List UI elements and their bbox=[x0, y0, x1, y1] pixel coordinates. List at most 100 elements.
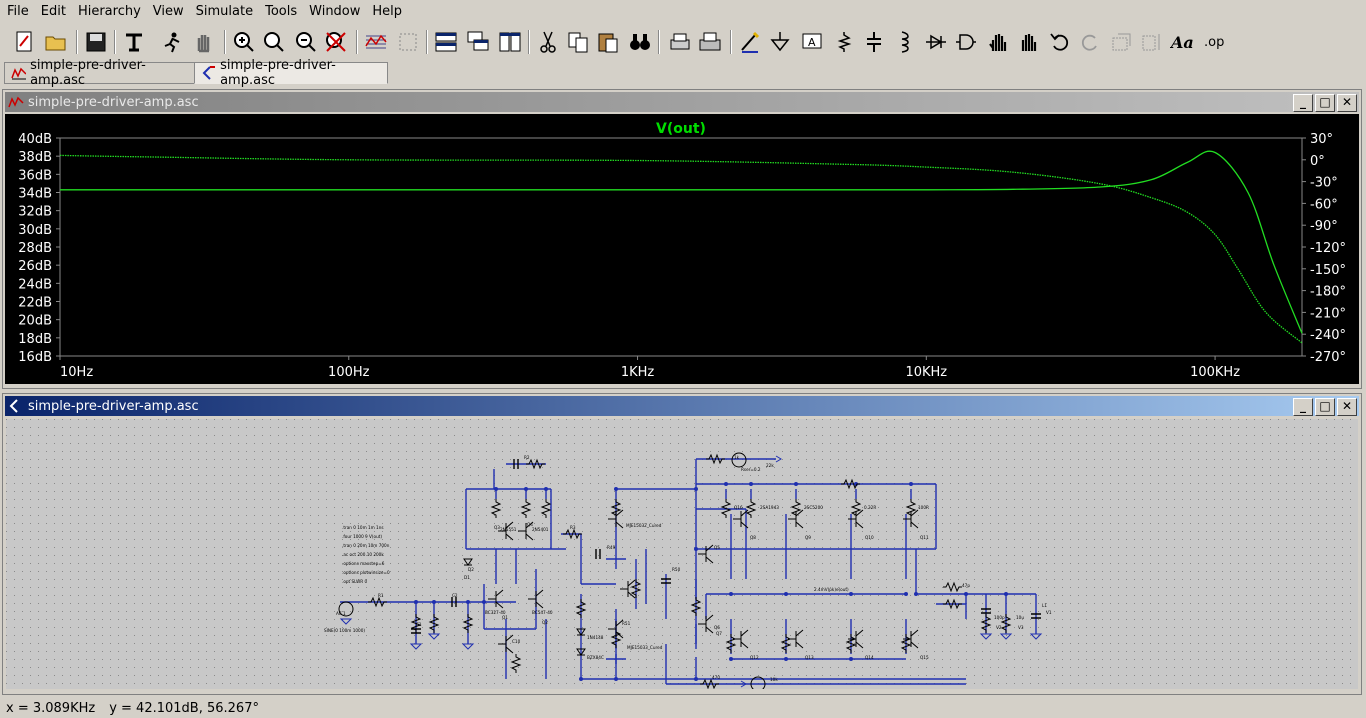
transistor-symbol[interactable] bbox=[698, 614, 714, 634]
resistor-symbol[interactable] bbox=[845, 634, 857, 653]
bode-plot[interactable]: V(out)40dB38dB36dB34dB32dB30dB28dB26dB24… bbox=[5, 114, 1359, 384]
resistor-symbol[interactable] bbox=[563, 528, 582, 540]
menu-file[interactable]: File bbox=[7, 4, 29, 19]
resistor-symbol[interactable] bbox=[630, 579, 642, 598]
transistor-symbol[interactable] bbox=[903, 629, 919, 649]
resistor-symbol[interactable] bbox=[706, 453, 725, 465]
transistor-symbol[interactable] bbox=[498, 634, 514, 654]
resistor-symbol[interactable] bbox=[510, 654, 522, 673]
transistor-symbol[interactable] bbox=[498, 521, 514, 541]
resistor-symbol[interactable] bbox=[850, 499, 862, 518]
schematic-window-titlebar[interactable]: simple-pre-driver-amp.asc _ □ ✕ bbox=[5, 396, 1359, 416]
diode-symbol[interactable] bbox=[576, 628, 586, 636]
maximize-button[interactable]: □ bbox=[1315, 94, 1335, 112]
transistor-symbol[interactable] bbox=[608, 509, 624, 529]
resistor-symbol[interactable] bbox=[720, 499, 732, 518]
capacitor-symbol[interactable] bbox=[595, 549, 601, 559]
save-button[interactable] bbox=[82, 28, 110, 56]
diode-symbol[interactable] bbox=[576, 648, 586, 656]
resistor-symbol[interactable] bbox=[900, 634, 912, 653]
capacitor-symbol[interactable] bbox=[411, 628, 421, 634]
waveform-button[interactable] bbox=[362, 28, 390, 56]
plot-window-titlebar[interactable]: simple-pre-driver-amp.asc _ □ ✕ bbox=[5, 92, 1359, 112]
phase-trace[interactable] bbox=[59, 154, 1303, 344]
transistor-symbol[interactable] bbox=[620, 579, 636, 599]
zoom-in-button[interactable] bbox=[230, 28, 258, 56]
text-button[interactable]: Aa bbox=[1168, 28, 1196, 56]
undo-button[interactable] bbox=[1046, 28, 1074, 56]
voltage-source-symbol[interactable] bbox=[750, 676, 766, 689]
capacitor-symbol[interactable] bbox=[513, 459, 519, 469]
close-button[interactable]: ✕ bbox=[1337, 94, 1357, 112]
transistor-symbol[interactable] bbox=[528, 589, 544, 609]
resistor-symbol[interactable] bbox=[690, 597, 702, 616]
resistor-symbol[interactable] bbox=[462, 614, 474, 633]
component-button[interactable] bbox=[952, 28, 980, 56]
transistor-symbol[interactable] bbox=[518, 521, 534, 541]
mirror-button[interactable] bbox=[1138, 28, 1166, 56]
open-folder-button[interactable] bbox=[42, 28, 70, 56]
print-button[interactable] bbox=[696, 28, 724, 56]
menu-window[interactable]: Window bbox=[309, 4, 361, 19]
inductor-button[interactable] bbox=[890, 28, 918, 56]
menu-simulate[interactable]: Simulate bbox=[195, 4, 254, 19]
resistor-symbol[interactable] bbox=[980, 614, 992, 633]
resistor-symbol[interactable] bbox=[520, 499, 532, 518]
resistor-symbol[interactable] bbox=[943, 581, 962, 593]
run-button[interactable] bbox=[158, 28, 186, 56]
schematic-canvas[interactable]: .tran 0 10m 1m 1ns.four 1000 9 V(out).tr… bbox=[6, 419, 1358, 689]
resistor-symbol[interactable] bbox=[540, 499, 552, 518]
resistor-symbol[interactable] bbox=[780, 634, 792, 653]
resistor-symbol[interactable] bbox=[428, 614, 440, 633]
resistor-symbol[interactable] bbox=[943, 598, 962, 610]
transistor-symbol[interactable] bbox=[788, 509, 804, 529]
transistor-symbol[interactable] bbox=[848, 509, 864, 529]
tile-vertical-button[interactable] bbox=[496, 28, 524, 56]
resistor-symbol[interactable] bbox=[905, 499, 917, 518]
capacitor-symbol[interactable] bbox=[451, 597, 457, 607]
autorange-button[interactable] bbox=[394, 28, 422, 56]
spice-directive-button[interactable]: .op bbox=[1200, 28, 1228, 56]
capacitor-symbol[interactable] bbox=[981, 608, 991, 614]
resistor-symbol[interactable] bbox=[526, 458, 545, 470]
transistor-symbol[interactable] bbox=[848, 629, 864, 649]
paste-button[interactable] bbox=[594, 28, 622, 56]
ground-button[interactable] bbox=[766, 28, 794, 56]
print-preview-button[interactable] bbox=[666, 28, 694, 56]
gain-trace[interactable] bbox=[60, 150, 1303, 334]
transistor-symbol[interactable] bbox=[903, 509, 919, 529]
close-button[interactable]: ✕ bbox=[1337, 398, 1357, 416]
resistor-symbol[interactable] bbox=[490, 499, 502, 518]
transistor-symbol[interactable] bbox=[488, 589, 504, 609]
resistor-symbol[interactable] bbox=[700, 678, 719, 689]
transistor-symbol[interactable] bbox=[733, 509, 749, 529]
menu-tools[interactable]: Tools bbox=[265, 4, 298, 19]
voltage-source-symbol[interactable] bbox=[731, 452, 747, 468]
transistor-symbol[interactable] bbox=[788, 629, 804, 649]
plot-trace-title[interactable]: V(out) bbox=[656, 121, 706, 137]
wire-button[interactable] bbox=[736, 28, 764, 56]
transistor-symbol[interactable] bbox=[698, 544, 714, 564]
resistor-button[interactable] bbox=[830, 28, 858, 56]
label-button[interactable]: A bbox=[798, 28, 826, 56]
resistor-symbol[interactable] bbox=[745, 499, 757, 518]
zoom-cancel-button[interactable] bbox=[322, 28, 350, 56]
cut-button[interactable] bbox=[534, 28, 562, 56]
resistor-symbol[interactable] bbox=[610, 499, 622, 518]
menu-view[interactable]: View bbox=[152, 4, 184, 19]
resistor-symbol[interactable] bbox=[368, 596, 387, 608]
cascade-button[interactable] bbox=[464, 28, 492, 56]
copy-button[interactable] bbox=[564, 28, 592, 56]
capacitor-symbol[interactable] bbox=[1031, 613, 1041, 619]
resistor-symbol[interactable] bbox=[1000, 614, 1012, 633]
minimize-button[interactable]: _ bbox=[1293, 94, 1313, 112]
tile-horizontal-button[interactable] bbox=[432, 28, 460, 56]
menu-hierarchy[interactable]: Hierarchy bbox=[77, 4, 141, 19]
tab-schematic[interactable]: simple-pre-driver-amp.asc bbox=[194, 58, 388, 88]
maximize-button[interactable]: □ bbox=[1315, 398, 1335, 416]
capacitor-button[interactable] bbox=[860, 28, 888, 56]
zoom-fit-button[interactable] bbox=[260, 28, 288, 56]
find-button[interactable] bbox=[626, 28, 654, 56]
diode-symbol[interactable] bbox=[463, 558, 473, 566]
resistor-symbol[interactable] bbox=[790, 499, 802, 518]
